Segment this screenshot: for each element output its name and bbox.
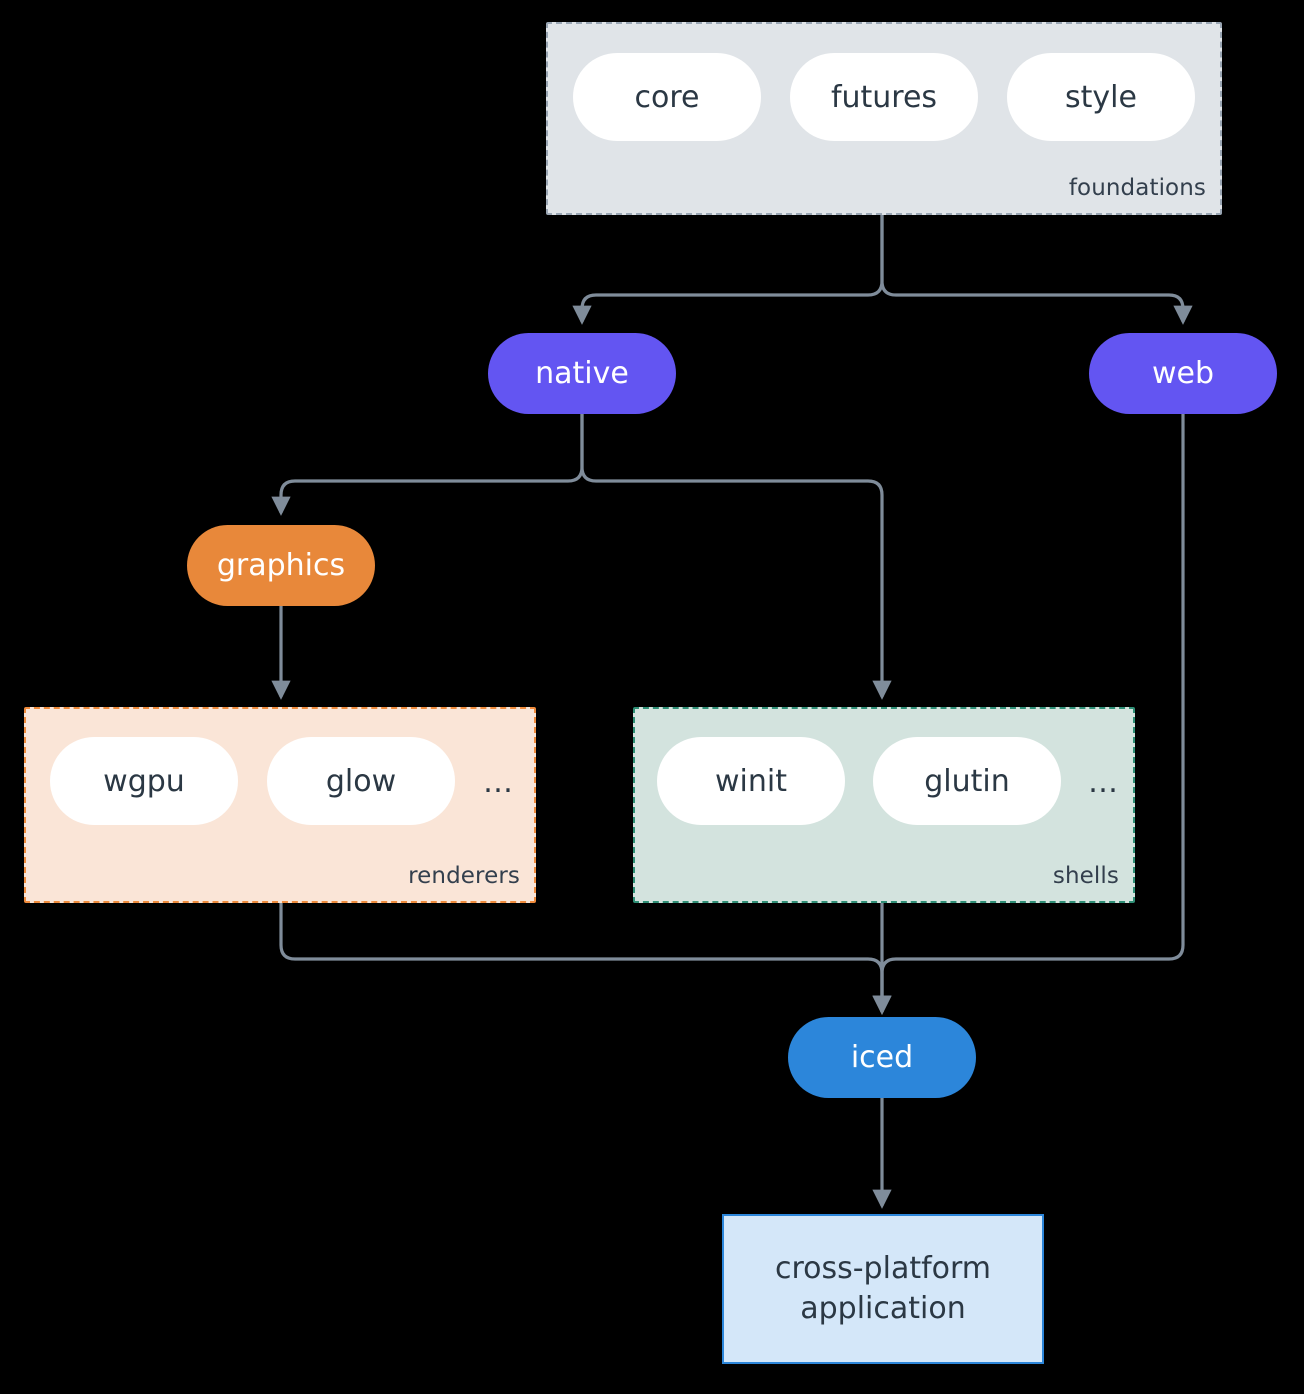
node-cross-platform-application[interactable]: cross-platform application bbox=[722, 1214, 1044, 1364]
node-renderers-ellipsis: … bbox=[483, 765, 513, 800]
node-wgpu-label: wgpu bbox=[103, 763, 185, 799]
node-native-label: native bbox=[535, 356, 629, 391]
node-style[interactable]: style bbox=[1007, 53, 1195, 141]
node-wgpu[interactable]: wgpu bbox=[50, 737, 238, 825]
node-winit[interactable]: winit bbox=[657, 737, 845, 825]
node-graphics[interactable]: graphics bbox=[187, 525, 375, 606]
edge-native-graphics bbox=[271, 414, 584, 516]
node-core[interactable]: core bbox=[573, 53, 761, 141]
node-winit-label: winit bbox=[715, 763, 787, 799]
cluster-renderers-label: renderers bbox=[408, 863, 520, 889]
node-futures[interactable]: futures bbox=[790, 53, 978, 141]
node-glow-label: glow bbox=[325, 763, 397, 799]
edge-web-iced bbox=[872, 414, 1185, 1015]
edge-foundations-native bbox=[572, 215, 884, 325]
edge-renderers-iced bbox=[279, 903, 892, 1015]
node-native[interactable]: native bbox=[488, 333, 676, 414]
node-futures-label: futures bbox=[830, 79, 938, 115]
cluster-shells-label: shells bbox=[1052, 863, 1119, 889]
node-core-label: core bbox=[634, 79, 700, 115]
application-line-2: application bbox=[800, 1291, 966, 1326]
edge-foundations-web bbox=[880, 215, 1193, 325]
cluster-foundations-label: foundations bbox=[1068, 175, 1206, 201]
node-style-label: style bbox=[1065, 79, 1137, 115]
node-iced[interactable]: iced bbox=[788, 1017, 976, 1098]
node-iced-label: iced bbox=[850, 1040, 914, 1075]
node-graphics-label: graphics bbox=[216, 548, 346, 583]
edge-native-shells bbox=[580, 414, 892, 700]
node-glutin-label: glutin bbox=[924, 763, 1010, 799]
node-shells-ellipsis: … bbox=[1088, 765, 1118, 800]
node-web-label: web bbox=[1151, 356, 1215, 391]
node-web[interactable]: web bbox=[1089, 333, 1277, 414]
application-line-1: cross-platform bbox=[774, 1250, 992, 1286]
node-glow[interactable]: glow bbox=[267, 737, 455, 825]
node-glutin[interactable]: glutin bbox=[873, 737, 1061, 825]
